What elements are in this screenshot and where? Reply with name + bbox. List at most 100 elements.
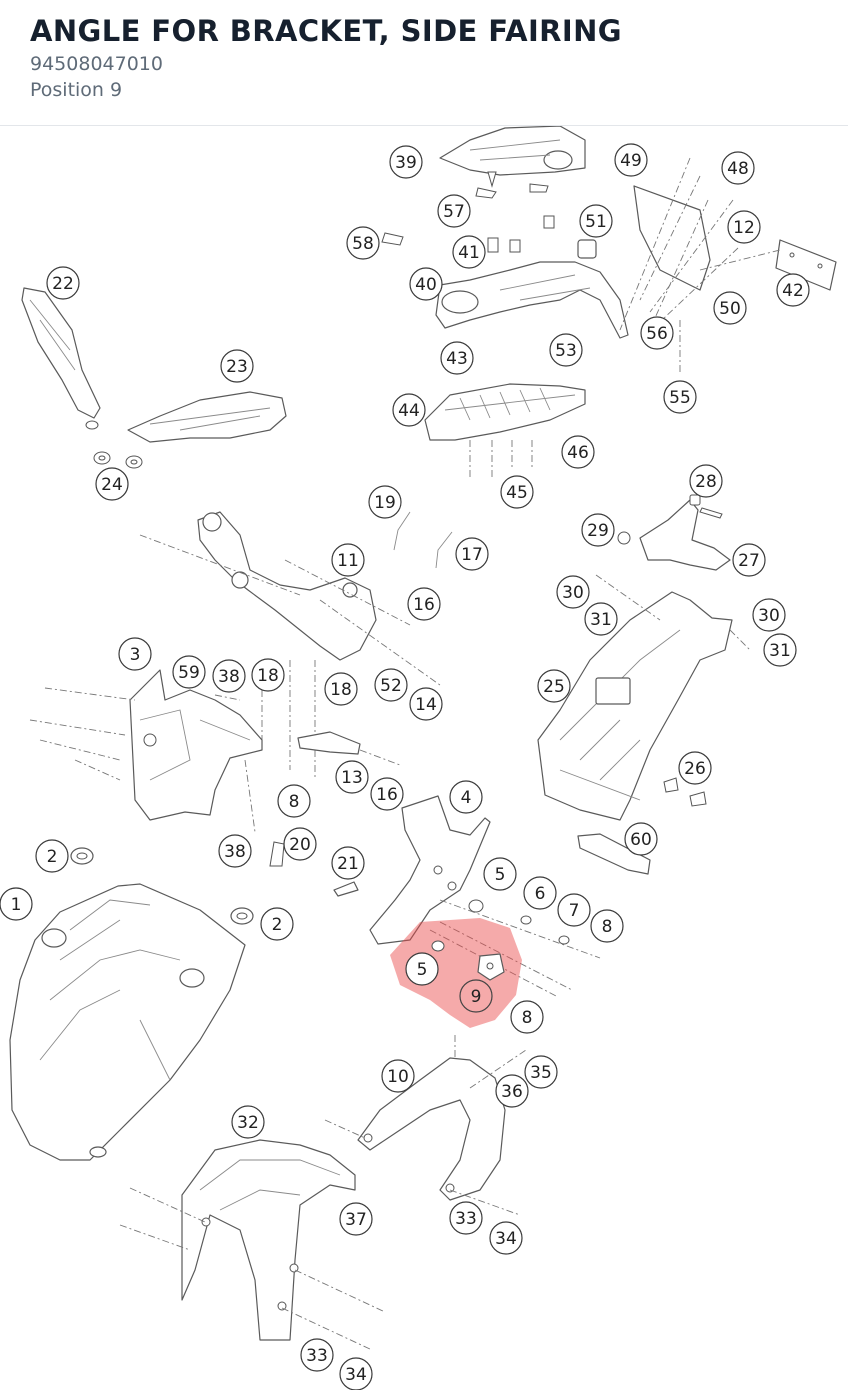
fork-bracket-10 — [324, 1035, 527, 1216]
callout-37[interactable]: 37 — [339, 1202, 373, 1236]
callout-31[interactable]: 31 — [584, 602, 618, 636]
part-number: 94508047010 — [30, 53, 163, 75]
svg-text:55: 55 — [669, 388, 691, 408]
svg-text:18: 18 — [257, 666, 279, 686]
svg-text:56: 56 — [646, 324, 668, 344]
svg-text:5: 5 — [417, 960, 428, 980]
callout-46[interactable]: 46 — [561, 435, 595, 469]
callout-22[interactable]: 22 — [46, 266, 80, 300]
svg-text:25: 25 — [543, 677, 565, 697]
callout-10[interactable]: 10 — [381, 1059, 415, 1093]
undertail-cover — [537, 574, 751, 821]
fairing-bracket-main — [139, 511, 441, 780]
svg-text:7: 7 — [569, 901, 580, 921]
callout-12[interactable]: 12 — [727, 210, 761, 244]
position-label: Position 9 — [30, 79, 123, 101]
callout-21[interactable]: 21 — [331, 846, 365, 880]
callout-34[interactable]: 34 — [489, 1221, 523, 1255]
callout-34[interactable]: 34 — [339, 1357, 373, 1390]
callout-33[interactable]: 33 — [449, 1201, 483, 1235]
callout-38[interactable]: 38 — [212, 659, 246, 693]
callout-48[interactable]: 48 — [721, 151, 755, 185]
callout-19[interactable]: 19 — [368, 485, 402, 519]
svg-text:44: 44 — [398, 401, 420, 421]
callout-38[interactable]: 38 — [218, 834, 252, 868]
callout-30[interactable]: 30 — [556, 575, 590, 609]
callout-14[interactable]: 14 — [409, 687, 443, 721]
callout-2[interactable]: 2 — [35, 839, 69, 873]
callout-27[interactable]: 27 — [732, 543, 766, 577]
callout-32[interactable]: 32 — [231, 1105, 265, 1139]
mirror-left — [21, 287, 101, 430]
callout-33[interactable]: 33 — [300, 1338, 334, 1372]
svg-text:2: 2 — [47, 847, 58, 867]
callout-31[interactable]: 31 — [763, 633, 797, 667]
callout-57[interactable]: 57 — [437, 194, 471, 228]
callout-2[interactable]: 2 — [260, 907, 294, 941]
svg-text:60: 60 — [630, 830, 652, 850]
callout-16[interactable]: 16 — [407, 587, 441, 621]
callout-59[interactable]: 59 — [172, 655, 206, 689]
callout-36[interactable]: 36 — [495, 1074, 529, 1108]
callout-58[interactable]: 58 — [346, 226, 380, 260]
svg-text:16: 16 — [376, 785, 398, 805]
callout-8[interactable]: 8 — [590, 909, 624, 943]
callout-20[interactable]: 20 — [283, 827, 317, 861]
callout-7[interactable]: 7 — [557, 893, 591, 927]
callout-35[interactable]: 35 — [524, 1055, 558, 1089]
callout-28[interactable]: 28 — [689, 464, 723, 498]
callout-45[interactable]: 45 — [500, 475, 534, 509]
callout-11[interactable]: 11 — [331, 543, 365, 577]
callout-50[interactable]: 50 — [713, 291, 747, 325]
callout-9-highlighted[interactable]: 9 — [459, 979, 493, 1013]
callout-5[interactable]: 5 — [483, 857, 517, 891]
callout-8[interactable]: 8 — [510, 1000, 544, 1034]
svg-text:6: 6 — [535, 884, 546, 904]
callout-5[interactable]: 5 — [405, 952, 439, 986]
callout-56[interactable]: 56 — [640, 316, 674, 350]
callout-25[interactable]: 25 — [537, 669, 571, 703]
callout-49[interactable]: 49 — [614, 143, 648, 177]
callout-44[interactable]: 44 — [392, 393, 426, 427]
callout-24[interactable]: 24 — [95, 467, 129, 501]
svg-text:43: 43 — [446, 349, 468, 369]
svg-text:49: 49 — [620, 151, 642, 171]
svg-text:50: 50 — [719, 299, 741, 319]
svg-text:4: 4 — [461, 788, 472, 808]
callout-3[interactable]: 3 — [118, 637, 152, 671]
svg-text:39: 39 — [395, 153, 417, 173]
svg-text:24: 24 — [101, 475, 123, 495]
svg-text:10: 10 — [387, 1067, 409, 1087]
callout-39[interactable]: 39 — [389, 145, 423, 179]
callout-60[interactable]: 60 — [624, 822, 658, 856]
callout-1[interactable]: 1 — [0, 887, 33, 921]
svg-text:34: 34 — [495, 1229, 517, 1249]
callout-43[interactable]: 43 — [440, 341, 474, 375]
callout-29[interactable]: 29 — [581, 513, 615, 547]
seat-bracket-rail — [424, 383, 586, 480]
callout-18[interactable]: 18 — [251, 658, 285, 692]
callout-30[interactable]: 30 — [752, 598, 786, 632]
svg-text:13: 13 — [341, 768, 363, 788]
callout-41[interactable]: 41 — [452, 235, 486, 269]
callout-13[interactable]: 13 — [335, 760, 369, 794]
callout-4[interactable]: 4 — [449, 780, 483, 814]
callout-40[interactable]: 40 — [409, 267, 443, 301]
highlight-area — [390, 918, 522, 1028]
callout-26[interactable]: 26 — [678, 751, 712, 785]
svg-text:17: 17 — [461, 545, 483, 565]
callout-8[interactable]: 8 — [277, 784, 311, 818]
callout-42[interactable]: 42 — [776, 273, 810, 307]
clips-26 — [663, 777, 707, 807]
svg-text:45: 45 — [506, 483, 528, 503]
callout-55[interactable]: 55 — [663, 380, 697, 414]
callout-17[interactable]: 17 — [455, 537, 489, 571]
callout-51[interactable]: 51 — [579, 204, 613, 238]
svg-text:52: 52 — [380, 676, 402, 696]
callout-53[interactable]: 53 — [549, 333, 583, 367]
callout-6[interactable]: 6 — [523, 876, 557, 910]
callout-23[interactable]: 23 — [220, 349, 254, 383]
callout-16[interactable]: 16 — [370, 777, 404, 811]
callout-18[interactable]: 18 — [324, 672, 358, 706]
callout-52[interactable]: 52 — [374, 668, 408, 702]
